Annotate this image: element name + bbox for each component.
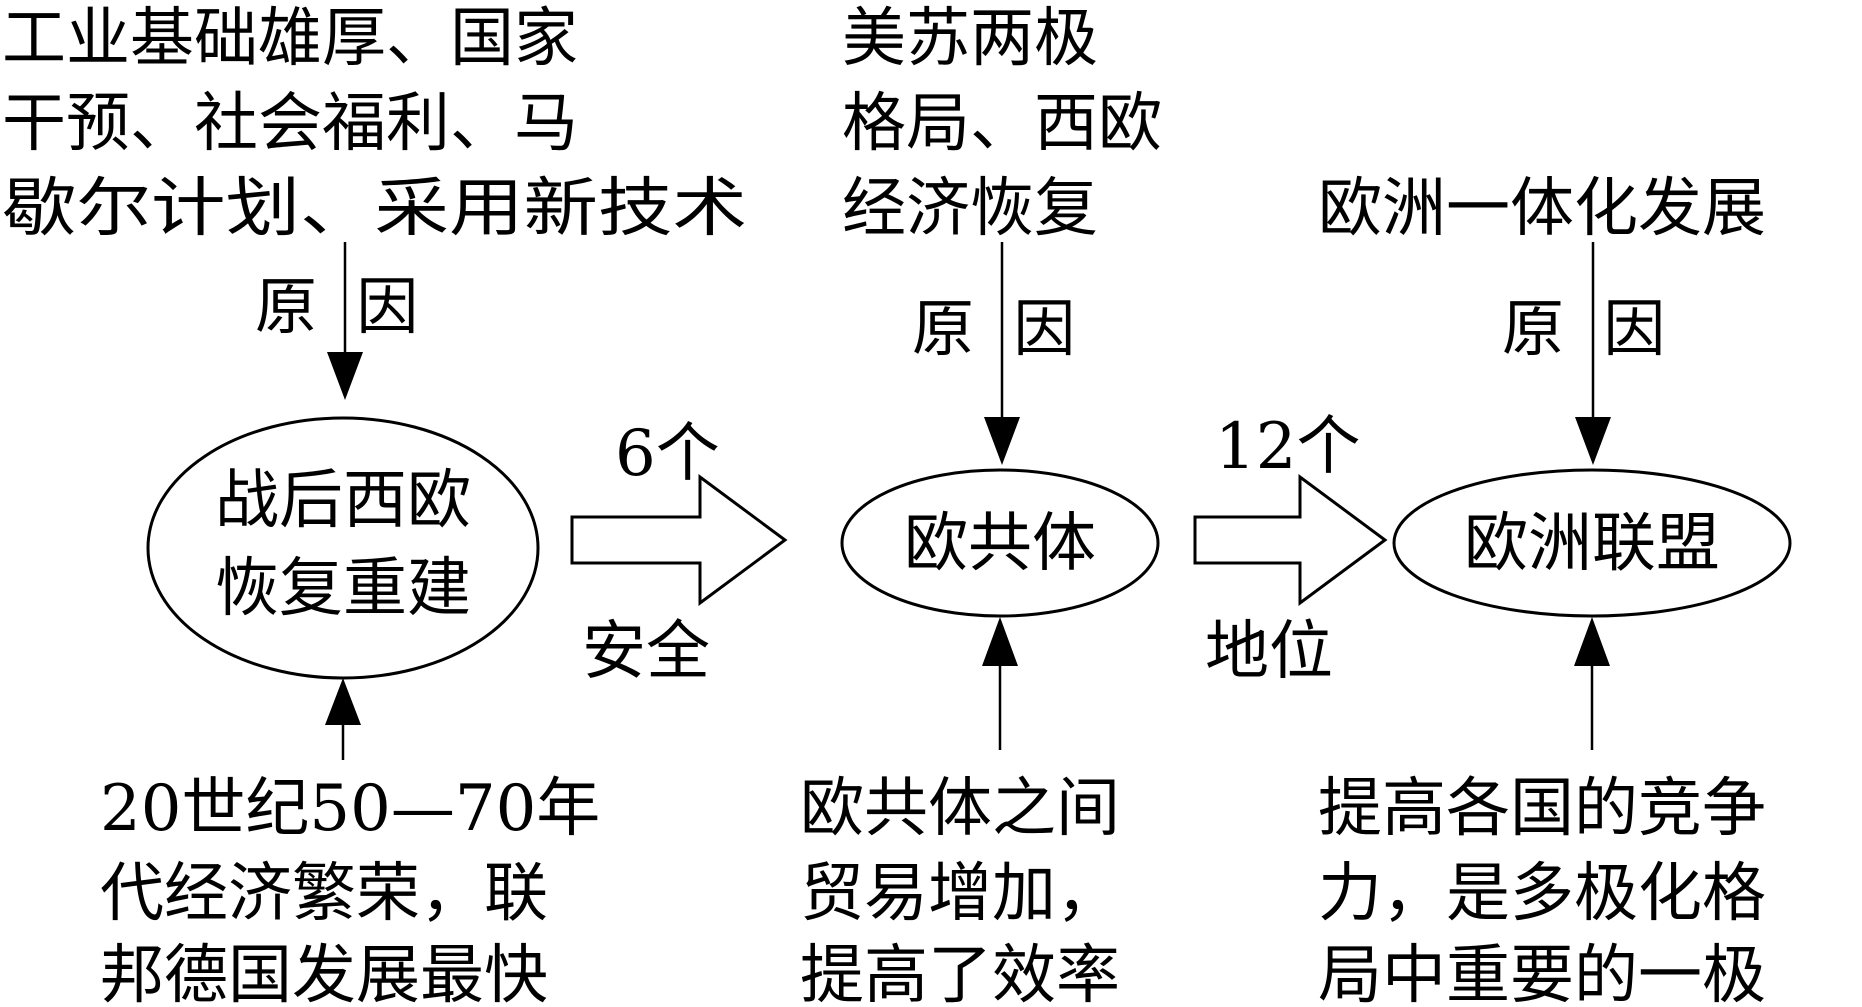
stage2-result-line-2: 贸易增加， bbox=[800, 857, 1120, 931]
stage2-result-line-1: 欧共体之间 bbox=[800, 772, 1120, 846]
stage-eu: 欧洲一体化发展 原 因 欧洲联盟 提高各国的竞争 力，是多极化格 局中重要的一极 bbox=[1318, 172, 1792, 1007]
transition2-bottom-label: 地位 bbox=[1205, 615, 1333, 689]
stage2-result-arrowhead bbox=[982, 617, 1018, 666]
transition2-top-label: 12个 bbox=[1215, 410, 1360, 484]
transition-2: 12个 地位 bbox=[1193, 410, 1388, 689]
stage-ec: 美苏两极 格局、西欧 经济恢复 原 因 欧共体 欧共体之间 贸易增加， 提高了效… bbox=[800, 2, 1162, 1007]
stage1-cause-line-3: 歇尔计划、采用新技术 bbox=[2, 172, 747, 246]
stage2-cause-label: 原 因 bbox=[912, 292, 1075, 365]
stage-postwar-reconstruction: 工业基础雄厚、国家 干预、社会福利、马 歇尔计划、采用新技术 原 因 战后西欧 … bbox=[2, 2, 747, 1007]
stage2-node-line-1: 欧共体 bbox=[904, 507, 1096, 581]
stage3-result-line-3: 局中重要的一极 bbox=[1318, 939, 1766, 1007]
stage2-cause-arrowhead bbox=[984, 417, 1020, 465]
stage1-result-line-3: 邦德国发展最快 bbox=[100, 939, 548, 1007]
stage1-cause-line-1: 工业基础雄厚、国家 bbox=[2, 2, 578, 76]
stage2-cause-line-1: 美苏两极 bbox=[842, 2, 1098, 76]
transition1-block-arrow bbox=[570, 474, 788, 606]
stage2-result-line-3: 提高了效率 bbox=[800, 939, 1120, 1007]
stage2-cause-line-3: 经济恢复 bbox=[842, 172, 1098, 246]
stage3-result-line-1: 提高各国的竞争 bbox=[1318, 772, 1766, 846]
stage1-cause-label: 原 因 bbox=[255, 270, 418, 343]
stage3-node-line-1: 欧洲联盟 bbox=[1464, 507, 1720, 581]
stage3-result-arrowhead bbox=[1574, 617, 1610, 666]
stage3-result-line-2: 力，是多极化格 bbox=[1318, 857, 1766, 931]
stage1-result-arrowhead bbox=[325, 678, 361, 725]
stage1-node-line-1: 战后西欧 bbox=[215, 464, 471, 538]
stage3-node bbox=[1392, 468, 1792, 618]
stage1-result-line-1: 20世纪50—70年 bbox=[100, 772, 600, 846]
stage2-node bbox=[840, 468, 1160, 618]
stage2-cause-line-2: 格局、西欧 bbox=[842, 87, 1162, 161]
stage1-node-line-2: 恢复重建 bbox=[215, 552, 471, 626]
stage1-cause-line-2: 干预、社会福利、马 bbox=[2, 87, 578, 161]
transition-1: 6个 安全 bbox=[570, 417, 788, 689]
stage3-cause-arrowhead bbox=[1575, 417, 1611, 465]
stage1-result-line-2: 代经济繁荣，联 bbox=[100, 857, 548, 931]
stage3-cause-line-1: 欧洲一体化发展 bbox=[1318, 172, 1766, 246]
stage1-cause-arrowhead bbox=[327, 352, 363, 400]
stage3-cause-label: 原 因 bbox=[1502, 292, 1665, 365]
transition2-block-arrow bbox=[1193, 474, 1388, 606]
stage1-node bbox=[146, 416, 540, 680]
transition1-bottom-label: 安全 bbox=[582, 615, 710, 689]
